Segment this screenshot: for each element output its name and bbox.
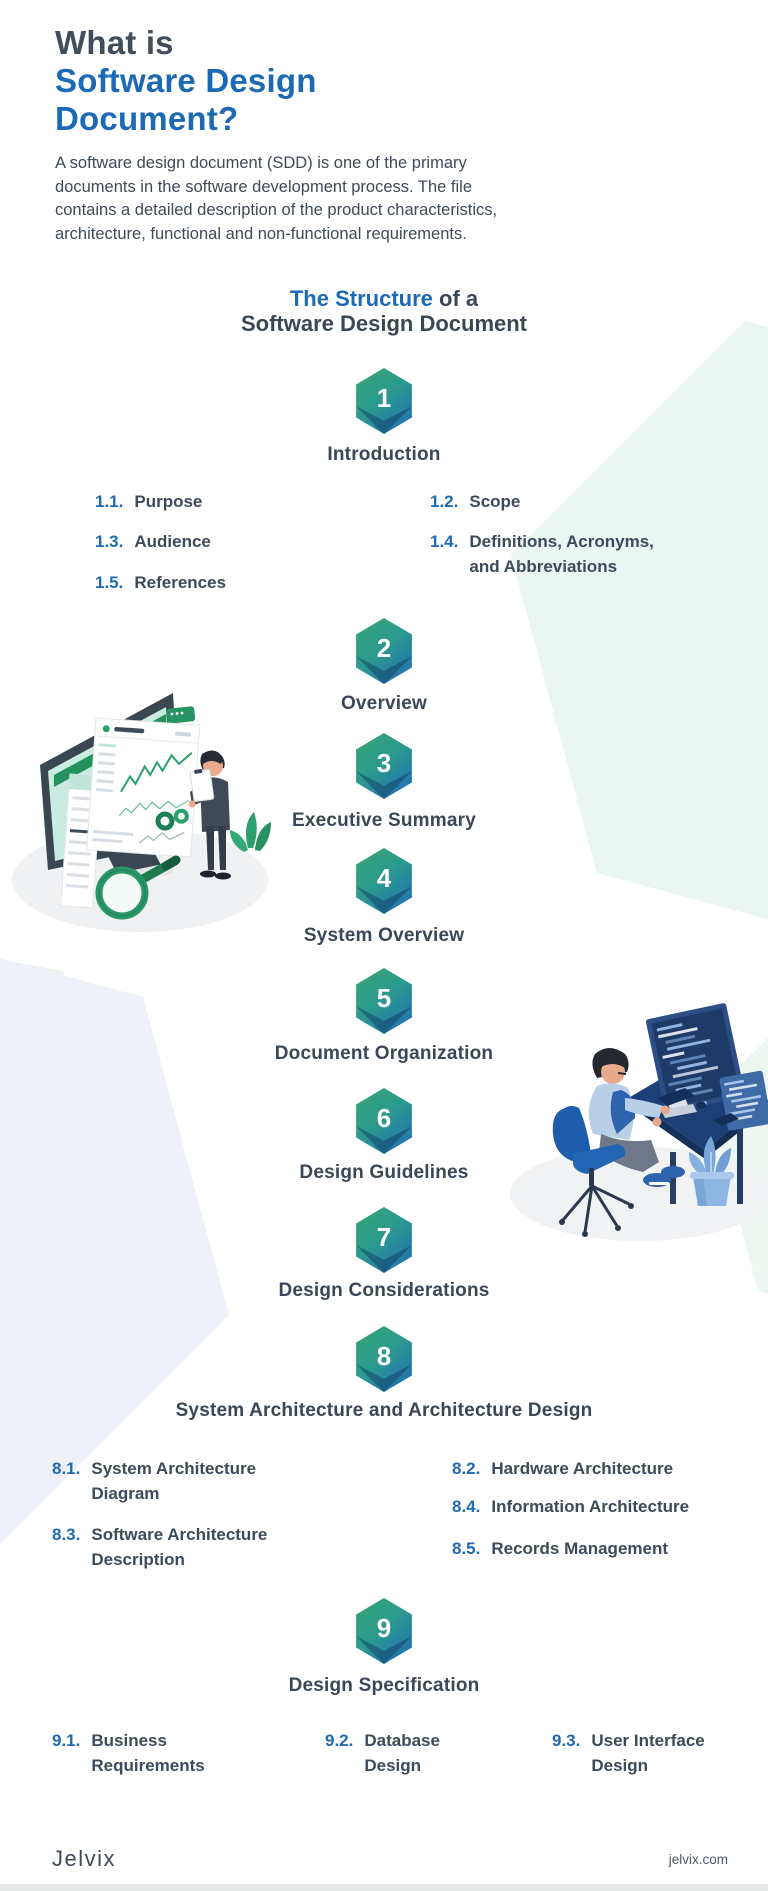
subitem-number: 9.1. [52, 1731, 81, 1750]
subitem-label: Information Architecture [491, 1497, 690, 1516]
subitem-number: 1.3. [95, 532, 124, 551]
illustration-dashboard-analysis [12, 693, 271, 932]
person-standing [188, 750, 231, 880]
subitem-9-2: 9.2. Database Design [325, 1728, 474, 1778]
subitem-label: Database Design [364, 1731, 440, 1775]
keyboard [657, 1088, 739, 1126]
subitem-9-3: 9.3. User Interface Design [552, 1728, 731, 1778]
office-chair [552, 1106, 634, 1237]
page-title-line2: Software Design [55, 62, 317, 99]
step-number-1: 1 [376, 383, 392, 413]
step-number-7: 7 [376, 1222, 392, 1252]
intro-line: contains a detailed description of the p… [55, 201, 498, 219]
step-title-introduction: Introduction [327, 444, 441, 465]
plant-bucket [688, 1136, 734, 1206]
subitem-number: 8.3. [52, 1525, 81, 1544]
subitem-number: 1.5. [95, 573, 124, 592]
step-number-8: 8 [376, 1341, 392, 1371]
subitem-label: Scope [469, 492, 521, 511]
subitem-8-1: 8.1. System Architecture Diagram [52, 1456, 301, 1506]
step-number-4: 4 [376, 863, 392, 893]
step-title-design-considerations: Design Considerations [278, 1280, 490, 1301]
subitem-number: 8.2. [452, 1459, 481, 1478]
step-title-system-architecture: System Architecture and Architecture Des… [175, 1400, 593, 1421]
jelvix-logo: Jelvix [52, 1846, 117, 1871]
subitem-label: System Architecture Diagram [91, 1459, 257, 1503]
subitem-label: Records Management [491, 1539, 669, 1558]
subitem-8-2: 8.2. Hardware Architecture [452, 1456, 673, 1481]
subitem-number: 9.3. [552, 1731, 581, 1750]
step-title-overview: Overview [340, 693, 428, 714]
subitem-1-5: 1.5. References [95, 570, 226, 595]
illustration-developer-desk [510, 1003, 768, 1241]
browser-tab [166, 706, 196, 724]
subitem-8-3: 8.3. Software Architecture Description [52, 1522, 301, 1572]
plant [230, 812, 271, 852]
step-title-design-guidelines: Design Guidelines [299, 1162, 469, 1183]
intro-line: documents in the software development pr… [55, 177, 473, 196]
step-number-9: 9 [376, 1613, 392, 1643]
subitem-label: Business Requirements [91, 1731, 205, 1775]
subitem-label: User Interface Design [591, 1731, 705, 1775]
page-title-line3: Document? [55, 100, 239, 137]
intro-paragraph: A software design document (SDD) is one … [55, 152, 655, 246]
subitem-number: 1.1. [95, 492, 124, 511]
website-url: jelvix.com [668, 1852, 728, 1867]
structure-heading-rest: of a [432, 286, 479, 311]
subitem-8-5: 8.5. Records Management [452, 1536, 668, 1561]
step-title-design-specification: Design Specification [288, 1675, 480, 1696]
subitem-label: Purpose [134, 492, 203, 511]
subitem-number: 1.2. [430, 492, 459, 511]
subitem-1-2: 1.2. Scope [430, 489, 520, 514]
step-number-5: 5 [376, 983, 392, 1013]
page-title-line1: What is [55, 24, 174, 61]
subitem-number: 8.4. [452, 1497, 481, 1516]
structure-heading-line2: Software Design Document [240, 311, 528, 336]
subitem-number: 1.4. [430, 532, 459, 551]
subitem-1-4: 1.4. Definitions, Acronyms, and Abbrevia… [430, 529, 700, 579]
subitem-8-4: 8.4. Information Architecture [452, 1494, 689, 1519]
step-number-6: 6 [376, 1103, 392, 1133]
subitem-number: 8.5. [452, 1539, 481, 1558]
subitem-label: Audience [134, 532, 211, 551]
dashboard-panel [86, 717, 201, 858]
bottom-edge [0, 1884, 768, 1891]
subitem-number: 9.2. [325, 1731, 354, 1750]
page-title: What is Software Design Document? [55, 24, 317, 138]
subitem-number: 8.1. [52, 1459, 81, 1478]
subitem-1-1: 1.1. Purpose [95, 489, 202, 514]
subitem-9-1: 9.1. Business Requirements [52, 1728, 223, 1778]
intro-line: A software design document (SDD) is one … [55, 154, 467, 172]
subitem-1-3: 1.3. Audience [95, 529, 211, 554]
person-sitting [588, 1048, 685, 1187]
step-number-3: 3 [376, 748, 392, 778]
magnifier [95, 855, 181, 920]
subitem-label: Definitions, Acronyms, and Abbreviations [469, 532, 654, 576]
step-title-executive-summary: Executive Summary [292, 810, 476, 831]
subitem-label: Hardware Architecture [491, 1459, 674, 1478]
bg-hexagon-left-large [0, 958, 229, 1544]
subitem-label: Software Architecture Description [91, 1525, 268, 1569]
step-title-document-organization: Document Organization [274, 1043, 494, 1064]
subitem-label: References [134, 573, 227, 592]
structure-heading-accent: The Structure [289, 286, 433, 311]
step-title-system-overview: System Overview [303, 925, 465, 946]
step-number-2: 2 [376, 633, 392, 663]
structure-heading: The Structure of a Software Design Docum… [0, 286, 768, 336]
intro-line: architecture, functional and non-functio… [55, 224, 467, 243]
monitor [646, 1003, 746, 1118]
bg-hexagon-right [511, 321, 768, 920]
